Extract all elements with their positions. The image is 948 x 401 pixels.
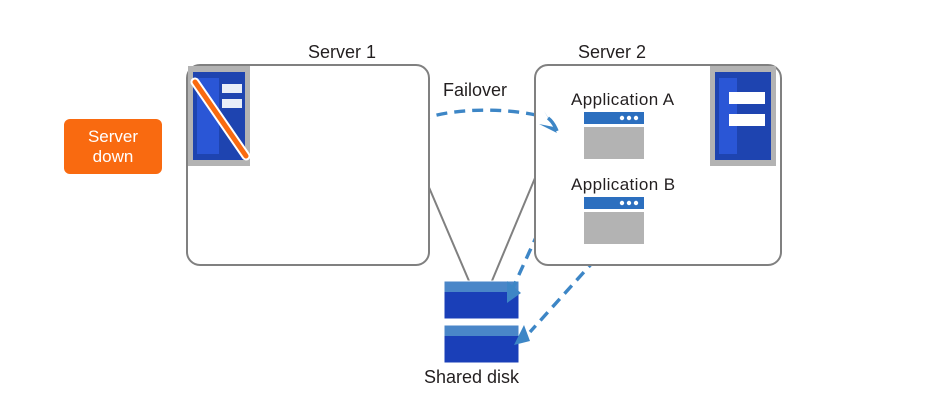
app-a-window-icon-overlay bbox=[584, 112, 644, 159]
failover-label: Failover bbox=[443, 80, 508, 100]
app-b-window-icon-overlay bbox=[584, 197, 644, 244]
application-b-label: Application B bbox=[571, 175, 676, 194]
server-down-line2: down bbox=[92, 146, 134, 166]
server-down-line1: Server bbox=[87, 126, 139, 146]
shared-disk-icon bbox=[443, 280, 520, 364]
failover-arrow-head-overlay bbox=[539, 111, 559, 133]
server2-title: Server 2 bbox=[578, 42, 647, 62]
shared-disk-label: Shared disk bbox=[424, 367, 520, 387]
server2-tower-icon-overlay bbox=[710, 66, 776, 166]
connector-lines bbox=[424, 177, 536, 289]
server1-title: Server 1 bbox=[308, 42, 377, 62]
application-a-label: Application A bbox=[571, 90, 675, 109]
server1-tower-icon-overlay bbox=[188, 66, 251, 166]
server-down-badge: Server down bbox=[64, 119, 162, 174]
